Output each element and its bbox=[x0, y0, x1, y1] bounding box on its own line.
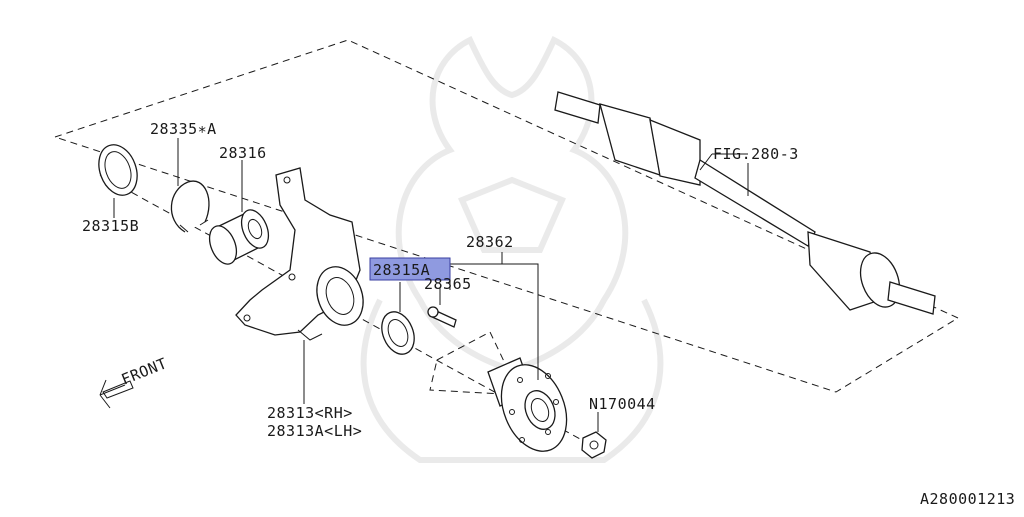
watermark-emblem bbox=[360, 35, 664, 463]
front-label: FRONT bbox=[119, 354, 170, 389]
label-28365[interactable]: 28365 bbox=[424, 275, 472, 293]
assembly-outline bbox=[53, 39, 960, 393]
drive-shaft-fig280[interactable] bbox=[554, 91, 936, 315]
label-28313a-lh[interactable]: 28313A<LH> bbox=[267, 422, 362, 440]
stud-bolt-28365[interactable] bbox=[427, 306, 457, 328]
label-28316[interactable]: 28316 bbox=[219, 144, 267, 162]
seal-28315b[interactable] bbox=[92, 139, 144, 200]
label-28362[interactable]: 28362 bbox=[466, 233, 514, 251]
seal-28315a[interactable] bbox=[376, 307, 420, 359]
label-28335a[interactable]: 28335∗A bbox=[150, 120, 217, 138]
knuckle-28313[interactable] bbox=[235, 167, 371, 341]
snap-ring-28335a[interactable] bbox=[170, 180, 210, 233]
label-fig-280-3[interactable]: FIG.280-3 bbox=[713, 145, 799, 163]
leader-lines bbox=[113, 138, 749, 432]
bearing-28316[interactable] bbox=[204, 206, 273, 268]
selected-part-highlight bbox=[369, 257, 451, 281]
nut-n170044[interactable] bbox=[581, 431, 607, 459]
figure-code: A280001213 bbox=[920, 490, 1015, 508]
label-28315b[interactable]: 28315B bbox=[82, 217, 139, 235]
label-28313-rh[interactable]: 28313<RH> bbox=[267, 404, 353, 422]
front-arrow-icon bbox=[99, 379, 134, 409]
label-28315a[interactable]: 28315A bbox=[373, 261, 430, 279]
label-n170044[interactable]: N170044 bbox=[589, 395, 656, 413]
hub-28362[interactable] bbox=[429, 331, 579, 461]
